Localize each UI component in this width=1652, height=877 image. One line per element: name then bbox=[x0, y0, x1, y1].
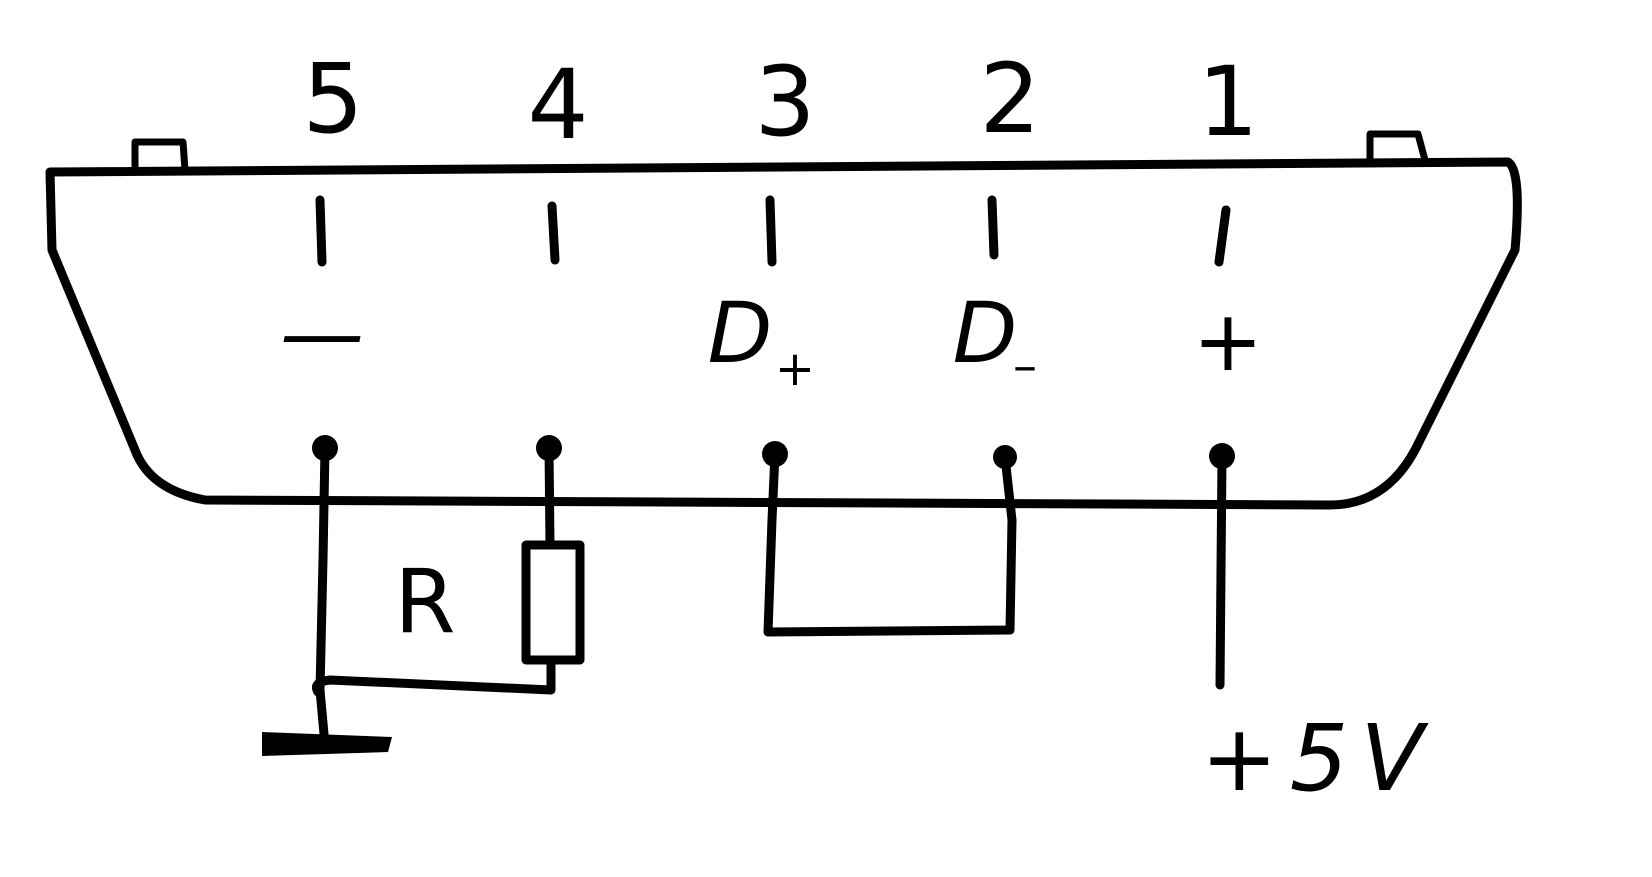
ground-symbol bbox=[262, 732, 392, 756]
pin-marker-2 bbox=[987, 195, 999, 260]
pin-marker-4 bbox=[547, 201, 560, 265]
connector-housing bbox=[45, 157, 1522, 510]
pin-marker-1 bbox=[1214, 205, 1231, 267]
supply-wire bbox=[1215, 451, 1227, 690]
resistor-label: R bbox=[394, 550, 455, 653]
signal-label-pin-2: D bbox=[953, 284, 1018, 382]
pin-number-3: 3 bbox=[754, 46, 815, 158]
pin-4-lead bbox=[544, 443, 555, 550]
pin-number-2: 2 bbox=[979, 43, 1040, 155]
resistor bbox=[521, 540, 585, 665]
ground-wire bbox=[315, 443, 330, 750]
left-latch-tab bbox=[131, 138, 189, 174]
signal-subscript-pin-3: + bbox=[775, 341, 815, 397]
pin-marker-5 bbox=[315, 195, 327, 267]
pin-number-4: 4 bbox=[527, 49, 588, 161]
signal-subscript-pin-2: – bbox=[1013, 338, 1037, 394]
data-lines-short-circuit bbox=[763, 449, 1017, 637]
signal-label-pin-5: — bbox=[280, 284, 364, 382]
signal-label-pin-1: + bbox=[1193, 292, 1263, 390]
pin-marker-3 bbox=[765, 195, 777, 267]
pin-number-5: 5 bbox=[302, 43, 363, 155]
pin-number-1: 1 bbox=[1197, 46, 1258, 158]
resistor-ground-lead bbox=[312, 655, 556, 697]
signal-label-pin-3: D bbox=[708, 284, 773, 382]
supply-voltage-label: +5V bbox=[1201, 705, 1436, 812]
right-latch-tab bbox=[1366, 130, 1429, 164]
